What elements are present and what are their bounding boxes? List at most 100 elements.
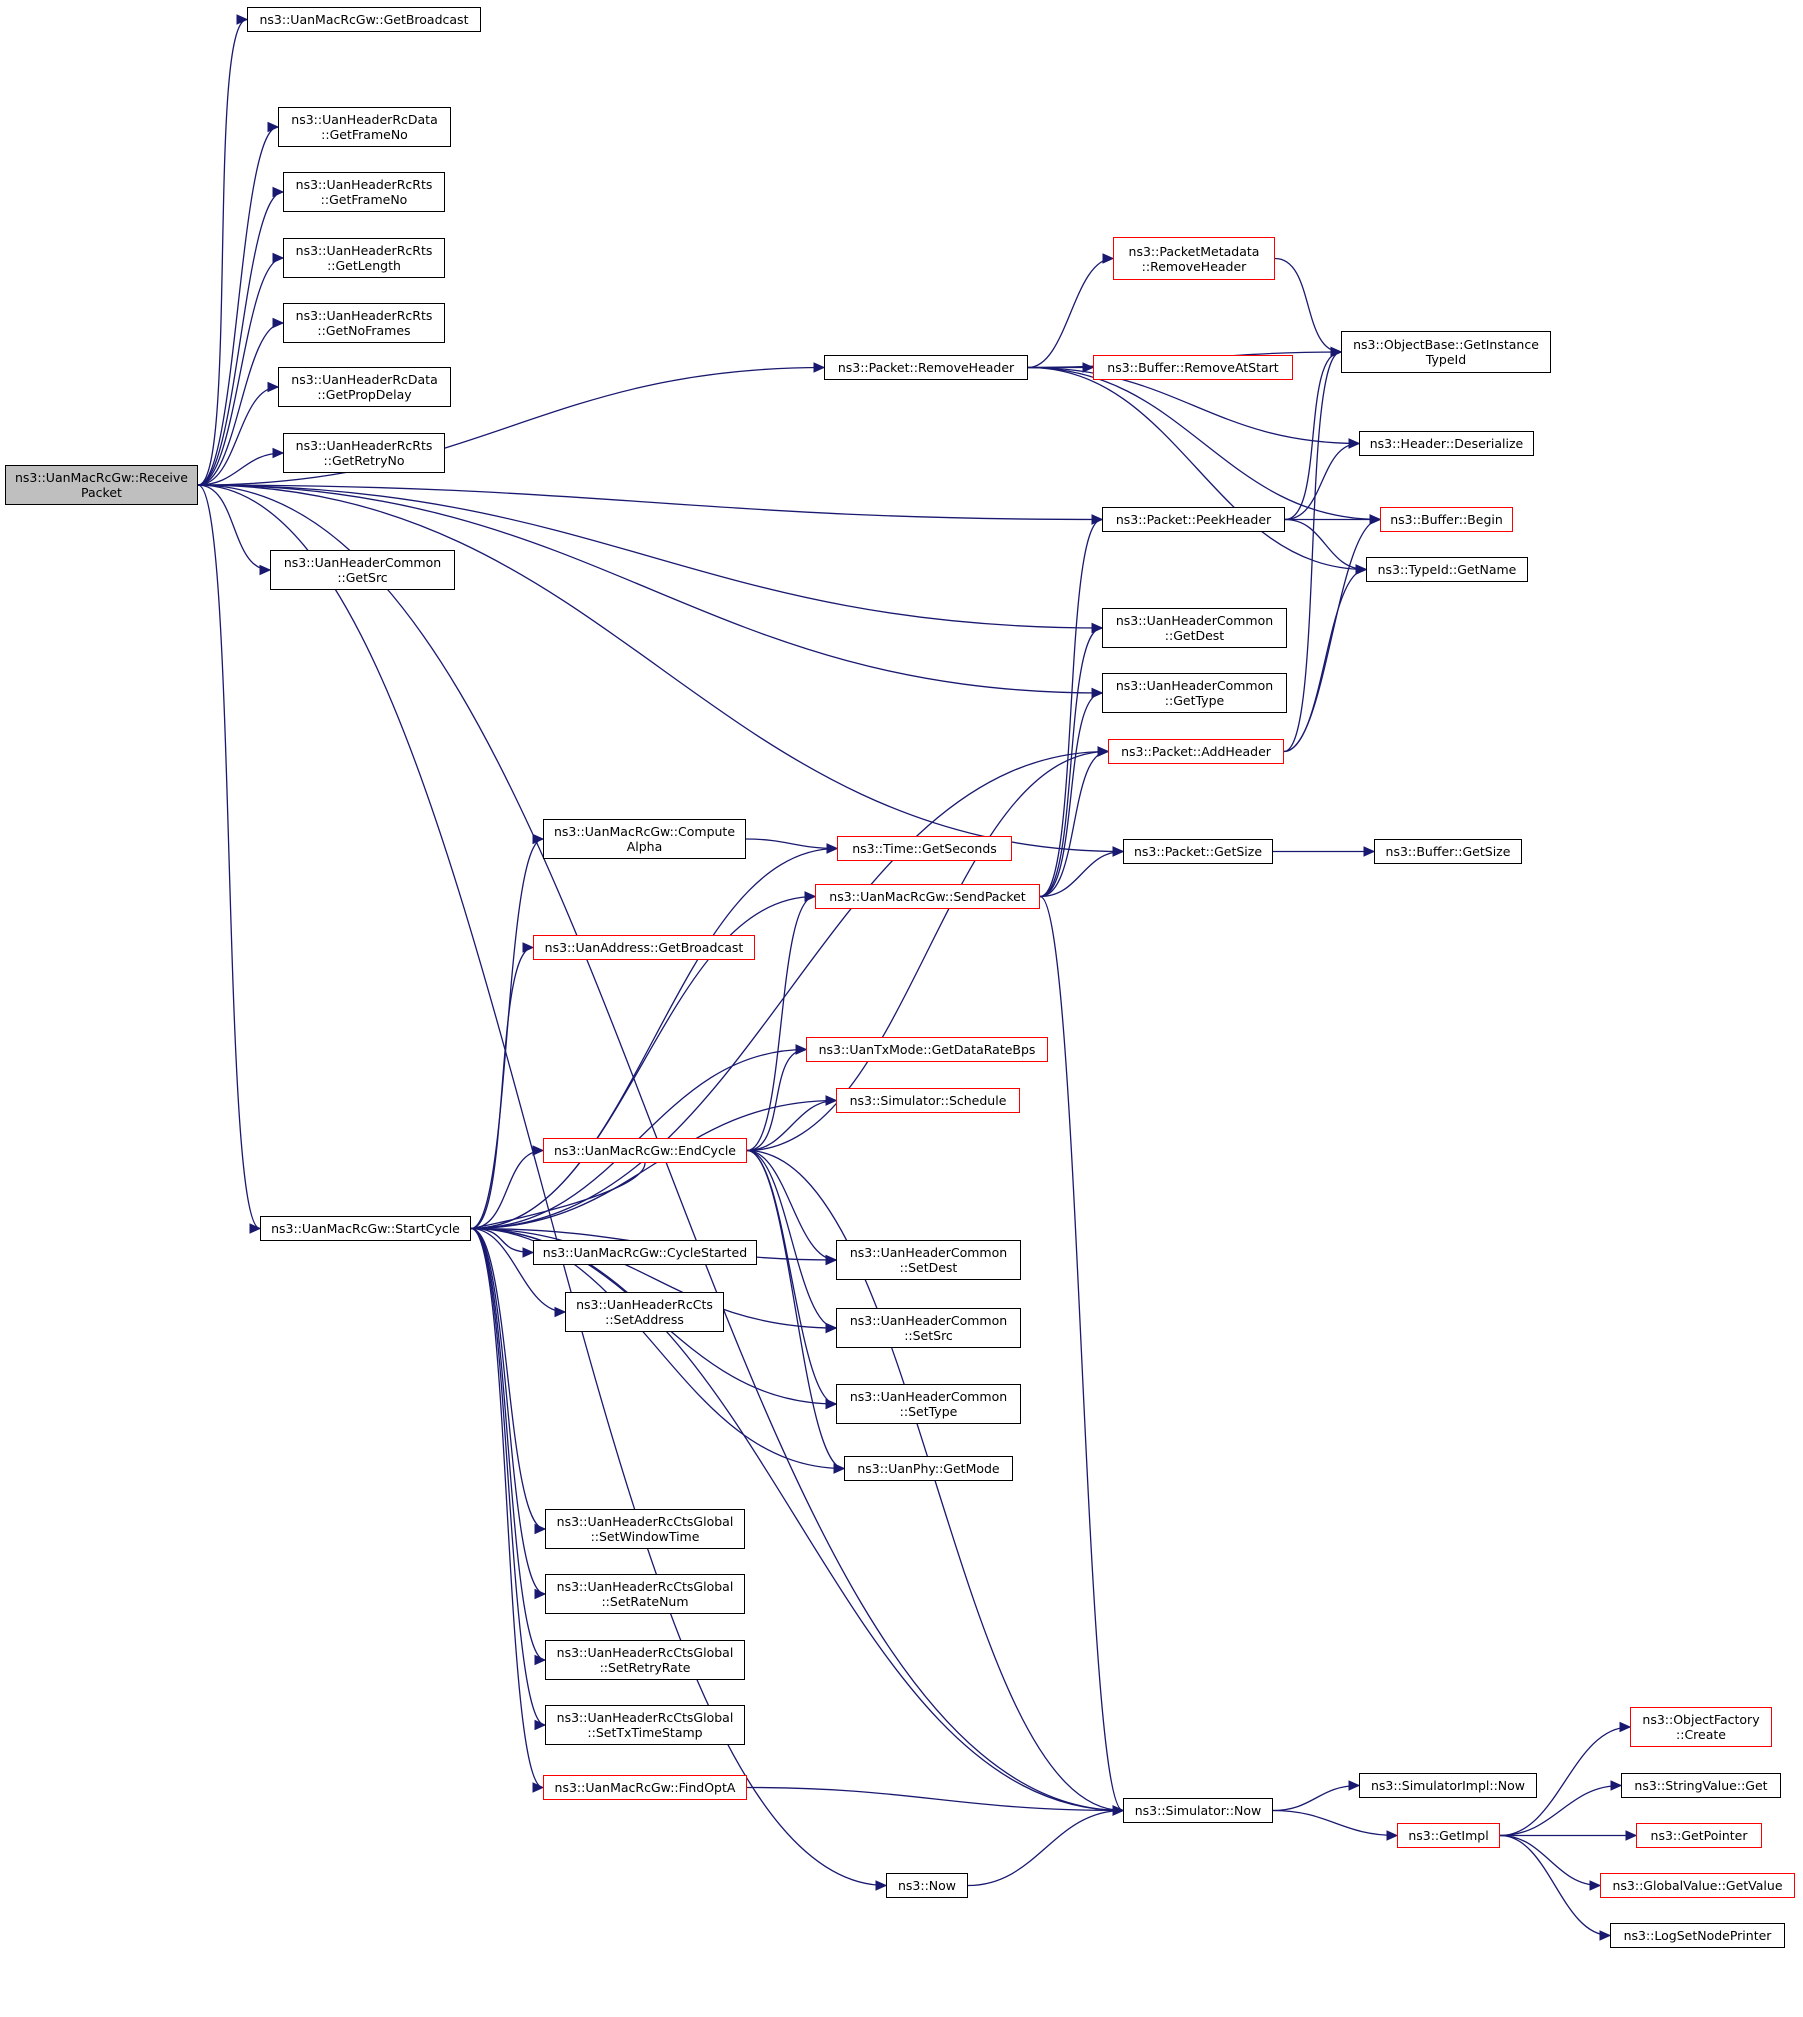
edge-prem-to-hdrdes bbox=[1027, 366, 1360, 445]
arrowhead-sendp-to-ppeek bbox=[1091, 514, 1104, 525]
node-logsetnodeprinter[interactable]: ns3::LogSetNodePrinter bbox=[1610, 1923, 1785, 1948]
edge-getimpl-to-gvget bbox=[1499, 1834, 1601, 1887]
node-uanheaderrcctsglobal-setwindowtime[interactable]: ns3::UanHeaderRcCtsGlobal::SetWindowTime bbox=[545, 1509, 745, 1549]
arrowhead-recv-to-dfno bbox=[267, 121, 280, 133]
node-uanphy-getmode[interactable]: ns3::UanPhy::GetMode bbox=[844, 1456, 1013, 1481]
node-uanheaderrcdata-getpropdelay[interactable]: ns3::UanHeaderRcData::GetPropDelay bbox=[278, 367, 451, 407]
node-uanheadercommon-gettype[interactable]: ns3::UanHeaderCommon::GetType bbox=[1102, 673, 1287, 713]
node-uanheaderrcctsglobal-settxtimestamp[interactable]: ns3::UanHeaderRcCtsGlobal::SetTxTimeStam… bbox=[545, 1705, 745, 1745]
arrowhead-recv-to-gwbcast bbox=[236, 14, 249, 25]
node-uantxmode-getdataratebps[interactable]: ns3::UanTxMode::GetDataRateBps bbox=[806, 1037, 1048, 1062]
node-buffer-getsize[interactable]: ns3::Buffer::GetSize bbox=[1374, 839, 1522, 864]
arrowhead-startcyc-to-compalpha bbox=[532, 833, 545, 845]
node-uanheaderrcctsglobal-setratenum[interactable]: ns3::UanHeaderRcCtsGlobal::SetRateNum bbox=[545, 1574, 745, 1614]
node-uanmacrcgw-endcycle[interactable]: ns3::UanMacRcGw::EndCycle bbox=[543, 1138, 747, 1163]
edge-startcyc-to-endcyc bbox=[470, 1149, 544, 1230]
edge-endcyc-to-padd bbox=[746, 750, 1109, 1152]
arrowhead-endcyc-to-setdest bbox=[825, 1254, 838, 1266]
edge-getimpl-to-strget bbox=[1499, 1784, 1622, 1837]
edge-recv-to-prem bbox=[197, 366, 825, 486]
node-time-getseconds[interactable]: ns3::Time::GetSeconds bbox=[837, 836, 1012, 861]
node-uanheaderrcrts-getnoframes[interactable]: ns3::UanHeaderRcRts::GetNoFrames bbox=[283, 303, 445, 343]
node-now[interactable]: ns3::Now bbox=[886, 1873, 968, 1898]
node-uanheaderrcrts-getlength[interactable]: ns3::UanHeaderRcRts::GetLength bbox=[283, 238, 445, 278]
edge-endcyc-to-sendp bbox=[746, 895, 816, 1152]
node-uanheaderrccts-setaddress[interactable]: ns3::UanHeaderRcCts::SetAddress bbox=[565, 1292, 724, 1332]
arrowhead-startcyc-to-addrbcast bbox=[522, 942, 535, 953]
node-buffer-removeatstart[interactable]: ns3::Buffer::RemoveAtStart bbox=[1093, 355, 1293, 380]
edge-ppeek-to-tidname bbox=[1284, 518, 1367, 571]
node-simulator-now[interactable]: ns3::Simulator::Now bbox=[1123, 1798, 1273, 1823]
node-uanheaderrcrts-getframeno[interactable]: ns3::UanHeaderRcRts::GetFrameNo bbox=[283, 172, 445, 212]
node-simulator-schedule[interactable]: ns3::Simulator::Schedule bbox=[836, 1088, 1020, 1113]
edge-simnow-to-implnow bbox=[1272, 1784, 1360, 1812]
node-uanheaderrcrts-getretryno[interactable]: ns3::UanHeaderRcRts::GetRetryNo bbox=[283, 433, 445, 473]
edge-startcyc-to-tsec bbox=[470, 847, 838, 1230]
arrowhead-startcyc-to-gretry bbox=[534, 1654, 547, 1666]
arrowhead-startcyc-to-ctsaddr bbox=[554, 1306, 567, 1318]
edge-endcyc-to-setsrc bbox=[746, 1149, 837, 1329]
edge-recv-to-ctype bbox=[197, 484, 1103, 694]
node-uanheadercommon-setdest[interactable]: ns3::UanHeaderCommon::SetDest bbox=[836, 1240, 1021, 1280]
arrowhead-getimpl-to-logset bbox=[1599, 1930, 1612, 1941]
edge-startcyc-to-gtx bbox=[470, 1227, 546, 1726]
edge-pmeta-to-objinst bbox=[1274, 257, 1342, 353]
node-uanmacrcgw-findopta[interactable]: ns3::UanMacRcGw::FindOptA bbox=[543, 1775, 747, 1800]
edge-startcyc-to-ctsaddr bbox=[470, 1227, 566, 1313]
arrowhead-startcyc-to-tsec bbox=[826, 843, 839, 854]
node-getpointer[interactable]: ns3::GetPointer bbox=[1636, 1823, 1762, 1848]
node-packetmetadata-removeheader[interactable]: ns3::PacketMetadata::RemoveHeader bbox=[1113, 237, 1275, 280]
node-uanheadercommon-getdest[interactable]: ns3::UanHeaderCommon::GetDest bbox=[1102, 608, 1287, 648]
node-packet-addheader[interactable]: ns3::Packet::AddHeader bbox=[1108, 739, 1284, 764]
arrowhead-getimpl-to-strget bbox=[1610, 1780, 1623, 1791]
node-uanmacrcgw-getbroadcast[interactable]: ns3::UanMacRcGw::GetBroadcast bbox=[247, 7, 481, 32]
node-typeid-getname[interactable]: ns3::TypeId::GetName bbox=[1366, 557, 1528, 582]
node-uanmacrcgw-startcycle[interactable]: ns3::UanMacRcGw::StartCycle bbox=[260, 1216, 471, 1241]
arrowhead-endcyc-to-padd bbox=[1097, 746, 1110, 757]
node-uanheadercommon-getsrc[interactable]: ns3::UanHeaderCommon::GetSrc bbox=[270, 550, 455, 590]
node-stringvalue-get[interactable]: ns3::StringValue::Get bbox=[1621, 1773, 1781, 1798]
arrowhead-getimpl-to-gvget bbox=[1589, 1880, 1602, 1891]
arrowhead-startcyc-to-endcyc bbox=[532, 1145, 545, 1156]
node-globalvalue-getvalue[interactable]: ns3::GlobalValue::GetValue bbox=[1600, 1873, 1795, 1898]
edge-sendp-to-padd bbox=[1039, 750, 1109, 898]
node-getimpl[interactable]: ns3::GetImpl bbox=[1397, 1823, 1500, 1848]
node-packet-removeheader[interactable]: ns3::Packet::RemoveHeader bbox=[824, 355, 1028, 380]
node-uanaddress-getbroadcast[interactable]: ns3::UanAddress::GetBroadcast bbox=[533, 935, 755, 960]
arrowhead-prem-to-bufrem bbox=[1082, 362, 1095, 373]
node-header-deserialize[interactable]: ns3::Header::Deserialize bbox=[1359, 431, 1534, 456]
node-packet-peekheader[interactable]: ns3::Packet::PeekHeader bbox=[1102, 507, 1285, 532]
arrowhead-padd-to-objinst bbox=[1330, 346, 1343, 358]
arrowhead-sendp-to-cdest bbox=[1091, 622, 1104, 634]
node-uanheadercommon-setsrc[interactable]: ns3::UanHeaderCommon::SetSrc bbox=[836, 1308, 1021, 1348]
arrowhead-startcyc-to-gwin bbox=[534, 1523, 547, 1535]
edge-recv-to-ppeek bbox=[197, 484, 1103, 521]
edge-recv-to-rretry bbox=[197, 452, 284, 486]
arrowhead-recv-to-rfno bbox=[272, 186, 285, 198]
node-uanheaderrcctsglobal-setretryrate[interactable]: ns3::UanHeaderRcCtsGlobal::SetRetryRate bbox=[545, 1640, 745, 1680]
arrowhead-simnow-to-getimpl bbox=[1386, 1830, 1399, 1841]
edge-endcyc-to-startcyc bbox=[470, 1162, 646, 1230]
node-uanheadercommon-settype[interactable]: ns3::UanHeaderCommon::SetType bbox=[836, 1384, 1021, 1424]
arrowhead-recv-to-startcyc bbox=[249, 1223, 262, 1234]
edge-getimpl-to-logset bbox=[1499, 1834, 1611, 1937]
node-packet-getsize[interactable]: ns3::Packet::GetSize bbox=[1123, 839, 1273, 864]
node-uanheaderrcdata-getframeno[interactable]: ns3::UanHeaderRcData::GetFrameNo bbox=[278, 107, 451, 147]
edge-sendp-to-ppeek bbox=[1039, 518, 1103, 898]
node-uanmacrcgw-cyclestarted[interactable]: ns3::UanMacRcGw::CycleStarted bbox=[533, 1240, 757, 1265]
arrowhead-getimpl-to-getptr bbox=[1625, 1830, 1638, 1841]
arrowhead-padd-to-bufbegin bbox=[1369, 514, 1382, 525]
edge-simnow-to-getimpl bbox=[1272, 1809, 1398, 1837]
arrowhead-endcyc-to-sendp bbox=[804, 891, 817, 902]
node-objectfactory-create[interactable]: ns3::ObjectFactory::Create bbox=[1630, 1707, 1772, 1747]
edge-startcyc-to-setsrc bbox=[470, 1227, 837, 1329]
edge-prem-to-tidname bbox=[1027, 366, 1367, 571]
node-simulatorimpl-now[interactable]: ns3::SimulatorImpl::Now bbox=[1359, 1773, 1537, 1798]
node-uanmacrcgw-sendpacket[interactable]: ns3::UanMacRcGw::SendPacket bbox=[815, 884, 1040, 909]
node-buffer-begin[interactable]: ns3::Buffer::Begin bbox=[1380, 507, 1513, 532]
arrowhead-endcyc-to-settype bbox=[825, 1398, 838, 1410]
